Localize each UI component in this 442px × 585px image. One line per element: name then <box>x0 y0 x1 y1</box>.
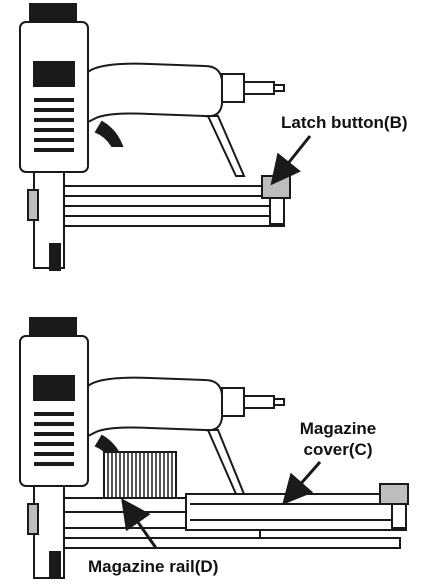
nose-tip <box>49 551 61 577</box>
cylinder-grill <box>34 412 74 466</box>
air-inlet-base <box>221 73 245 103</box>
latch-button <box>379 483 409 505</box>
air-fitting <box>243 81 275 95</box>
handle <box>87 62 223 124</box>
latch-button-label: Latch button(B) <box>281 113 408 132</box>
nail-strip-lines <box>107 452 173 498</box>
air-inlet-base <box>221 387 245 417</box>
air-fitting-tip <box>273 398 285 406</box>
nose-tip <box>49 243 61 271</box>
cylinder-window <box>33 61 75 87</box>
magazine-cover-label: Magazine cover(C) <box>299 419 377 459</box>
rear-strut <box>206 115 246 177</box>
handle <box>87 376 223 438</box>
exhaust-cap <box>29 317 77 337</box>
cover-callout-arrow <box>282 461 322 505</box>
cylinder-grill <box>34 98 74 152</box>
latch-callout-arrow <box>270 135 312 186</box>
nailer-bottom <box>19 317 409 579</box>
air-fitting-tip <box>273 84 285 92</box>
cylinder-window <box>33 375 75 401</box>
air-fitting <box>243 395 275 409</box>
nailer-top <box>19 3 312 271</box>
latch-button <box>261 175 291 199</box>
base-rail <box>59 537 401 549</box>
rear-strut <box>206 429 246 495</box>
exhaust-cap <box>29 3 77 23</box>
safety-dial <box>27 189 39 221</box>
trigger <box>94 120 124 147</box>
magazine-cover <box>185 493 407 531</box>
rail-callout-arrow <box>121 498 158 549</box>
safety-dial <box>27 503 39 535</box>
magazine-rail-label: Magazine rail(D) <box>88 557 219 576</box>
